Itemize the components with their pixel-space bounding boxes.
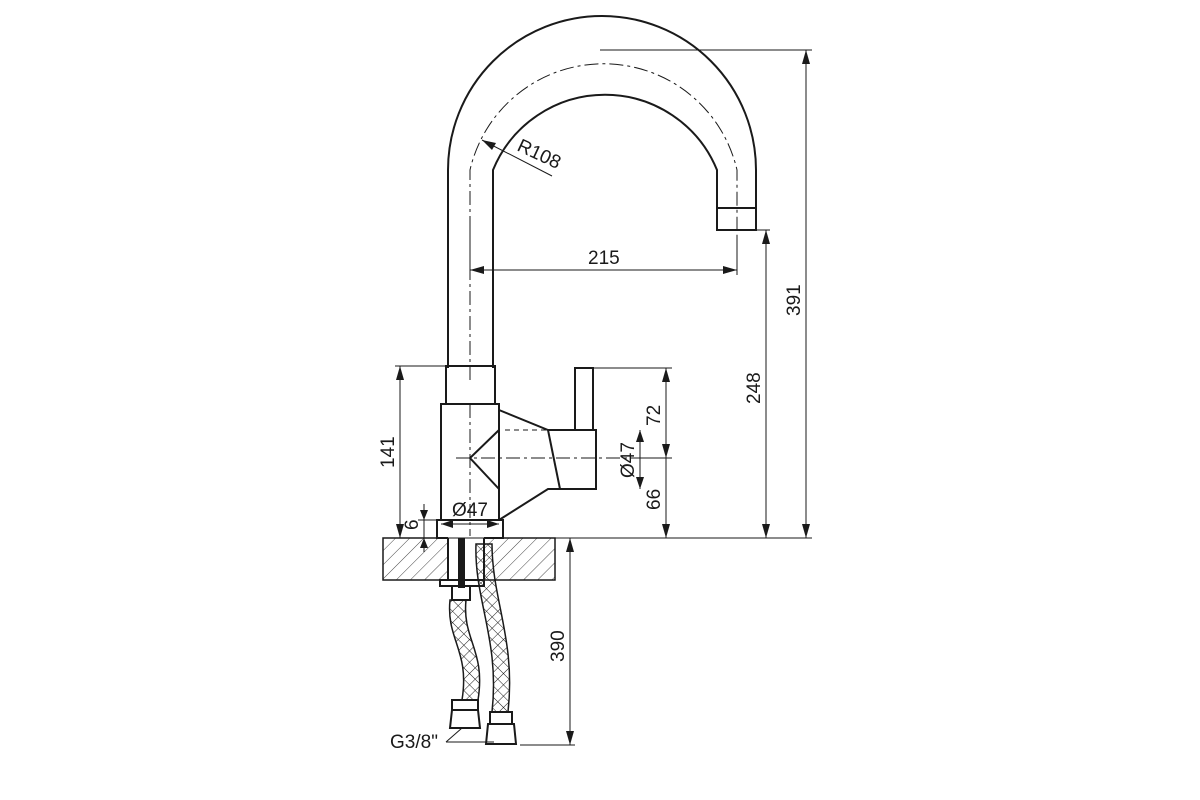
total-height-label: 391 <box>784 284 805 316</box>
lever-axis-height-label: 66 <box>644 489 665 510</box>
body-height-label: 141 <box>378 436 399 468</box>
spout <box>447 15 757 380</box>
lever-height-label: 72 <box>644 405 665 426</box>
thread-label: G3/8" <box>390 732 438 753</box>
dimension-labels: R108 215 391 248 141 72 Ø47 66 Ø47 6 390… <box>378 135 805 753</box>
extension-lines <box>395 49 812 746</box>
hose-length-label: 390 <box>548 630 569 662</box>
dimension-lines <box>396 50 810 745</box>
lever-diameter-label: Ø47 <box>618 442 639 478</box>
radius-label: R108 <box>514 135 564 173</box>
base-diameter-label: Ø47 <box>452 500 488 521</box>
spout-height-label: 248 <box>744 372 765 404</box>
flexible-hoses <box>448 543 518 745</box>
base-thickness-label: 6 <box>402 519 423 530</box>
reach-label: 215 <box>588 248 620 269</box>
